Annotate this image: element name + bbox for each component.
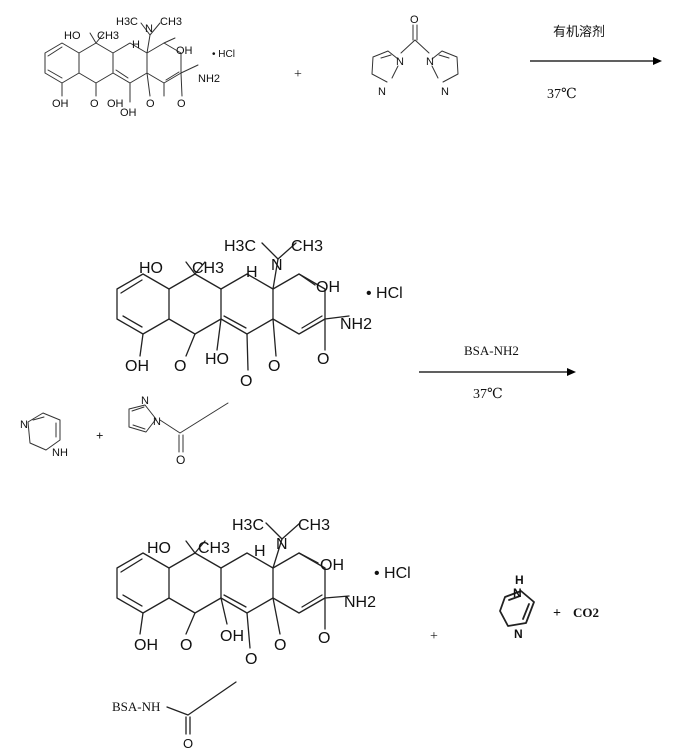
cdi-n2-label: N (378, 86, 386, 98)
product-oh-bottom-label: OH (134, 637, 158, 654)
product-plus2-sign: + (553, 606, 561, 621)
product-oh-label: OH (320, 557, 344, 574)
reaction2-temperature-label: 37℃ (473, 387, 503, 402)
product-molecule: HO CH3 H3C N CH3 H OH NH2 OH O OH O O O … (116, 517, 411, 668)
reagent-cdi: O N N N N (371, 14, 459, 98)
product-nh2-label: NH2 (344, 594, 376, 611)
product-o2-label: O (245, 651, 257, 668)
intermediate-o4-label: O (317, 351, 329, 368)
reaction2-reagent-label: BSA-NH2 (464, 343, 519, 358)
product-o-label: O (180, 637, 192, 654)
product-ch3b-label: CH3 (298, 517, 330, 534)
reactant-hcl-label: • HCl (212, 49, 235, 60)
intermediate-ch3b-label: CH3 (291, 238, 323, 255)
intermediate-hcl-label: • HCl (366, 285, 403, 302)
reactant-o-label: O (90, 98, 99, 110)
intermediate-nh2-label: NH2 (340, 316, 372, 333)
intermediate-ho-label: HO (139, 260, 163, 277)
cdi-n3-label: N (426, 56, 434, 68)
intermediate-ho2-label: HO (205, 351, 229, 368)
byproduct-plus-sign: + (96, 428, 103, 443)
product-o4-label: O (318, 630, 330, 647)
product-n-label: N (276, 536, 288, 553)
intermediate-oh-bottom-label: OH (125, 358, 149, 375)
intermediate-h-label: H (246, 264, 258, 281)
byproduct-imidazole-n-label: N (20, 419, 28, 431)
reactant-ho-label: HO (64, 30, 81, 42)
product-plus-sign: + (430, 629, 438, 644)
reactant-n-label: N (145, 23, 153, 35)
bsa-conjugate-fragment: BSA-NH O (112, 681, 237, 751)
reactant-nh2-label: NH2 (198, 73, 220, 85)
imidazole-n-label: N (514, 627, 523, 641)
intermediate-o3-label: O (268, 358, 280, 375)
product-h-label: H (254, 543, 266, 560)
intermediate-molecule: HO CH3 H3C N CH3 H OH NH2 OH O HO O O O … (116, 238, 403, 390)
reactant-h-label: H (132, 39, 140, 51)
bsa-o-label: O (183, 736, 193, 751)
intermediate-o2-label: O (240, 373, 252, 390)
reactant-ch3-label: CH3 (97, 30, 119, 42)
bsa-nh-label: BSA-NH (112, 699, 160, 714)
product-imidazole: H N N (499, 573, 535, 641)
co2-label: CO2 (573, 605, 599, 620)
product-hcl-label: • HCl (374, 565, 411, 582)
byproduct-acyl-o-label: O (176, 453, 185, 467)
reactant-oh-label: OH (176, 45, 193, 57)
reactant-ch3b-label: CH3 (160, 16, 182, 28)
intermediate-byproducts: N NH + N N O (20, 395, 229, 467)
intermediate-n-label: N (271, 257, 283, 274)
imidazole-nh-label: N (513, 586, 522, 600)
intermediate-h3c-label: H3C (224, 238, 256, 255)
reactant-o3-label: O (177, 98, 186, 110)
reactant-o2-label: O (146, 98, 155, 110)
reaction1-plus-sign: + (294, 67, 302, 82)
reaction2-arrow (419, 368, 576, 376)
product-ch3-label: CH3 (198, 540, 230, 557)
reaction1-arrow (530, 57, 662, 65)
reaction1-solvent-label: 有机溶剂 (553, 24, 605, 39)
intermediate-oh-label: OH (316, 279, 340, 296)
reactant-h3c-label: H3C (116, 16, 138, 28)
reactant-doxycycline: HO CH3 H3C N CH3 H OH NH2 OH O OH OH O O… (44, 16, 235, 119)
product-ho-label: HO (147, 540, 171, 557)
product-oh2-label: OH (220, 628, 244, 645)
reaction1-temperature-label: 37℃ (547, 87, 577, 102)
product-h3c-label: H3C (232, 517, 264, 534)
cdi-n4-label: N (441, 86, 449, 98)
imidazole-h-label: H (515, 573, 524, 587)
cdi-n1-label: N (396, 56, 404, 68)
reactant-oh2-label: OH (107, 98, 124, 110)
byproduct-acyl-n2-label: N (153, 416, 161, 428)
reactant-oh3-label: OH (120, 107, 137, 119)
intermediate-ch3-label: CH3 (192, 260, 224, 277)
byproduct-acyl-n1-label: N (141, 395, 149, 407)
byproduct-imidazole-nh-label: NH (52, 447, 68, 459)
product-o3-label: O (274, 637, 286, 654)
cdi-o-label: O (410, 14, 419, 26)
intermediate-o-label: O (174, 358, 186, 375)
reactant-oh-bottom-label: OH (52, 98, 69, 110)
